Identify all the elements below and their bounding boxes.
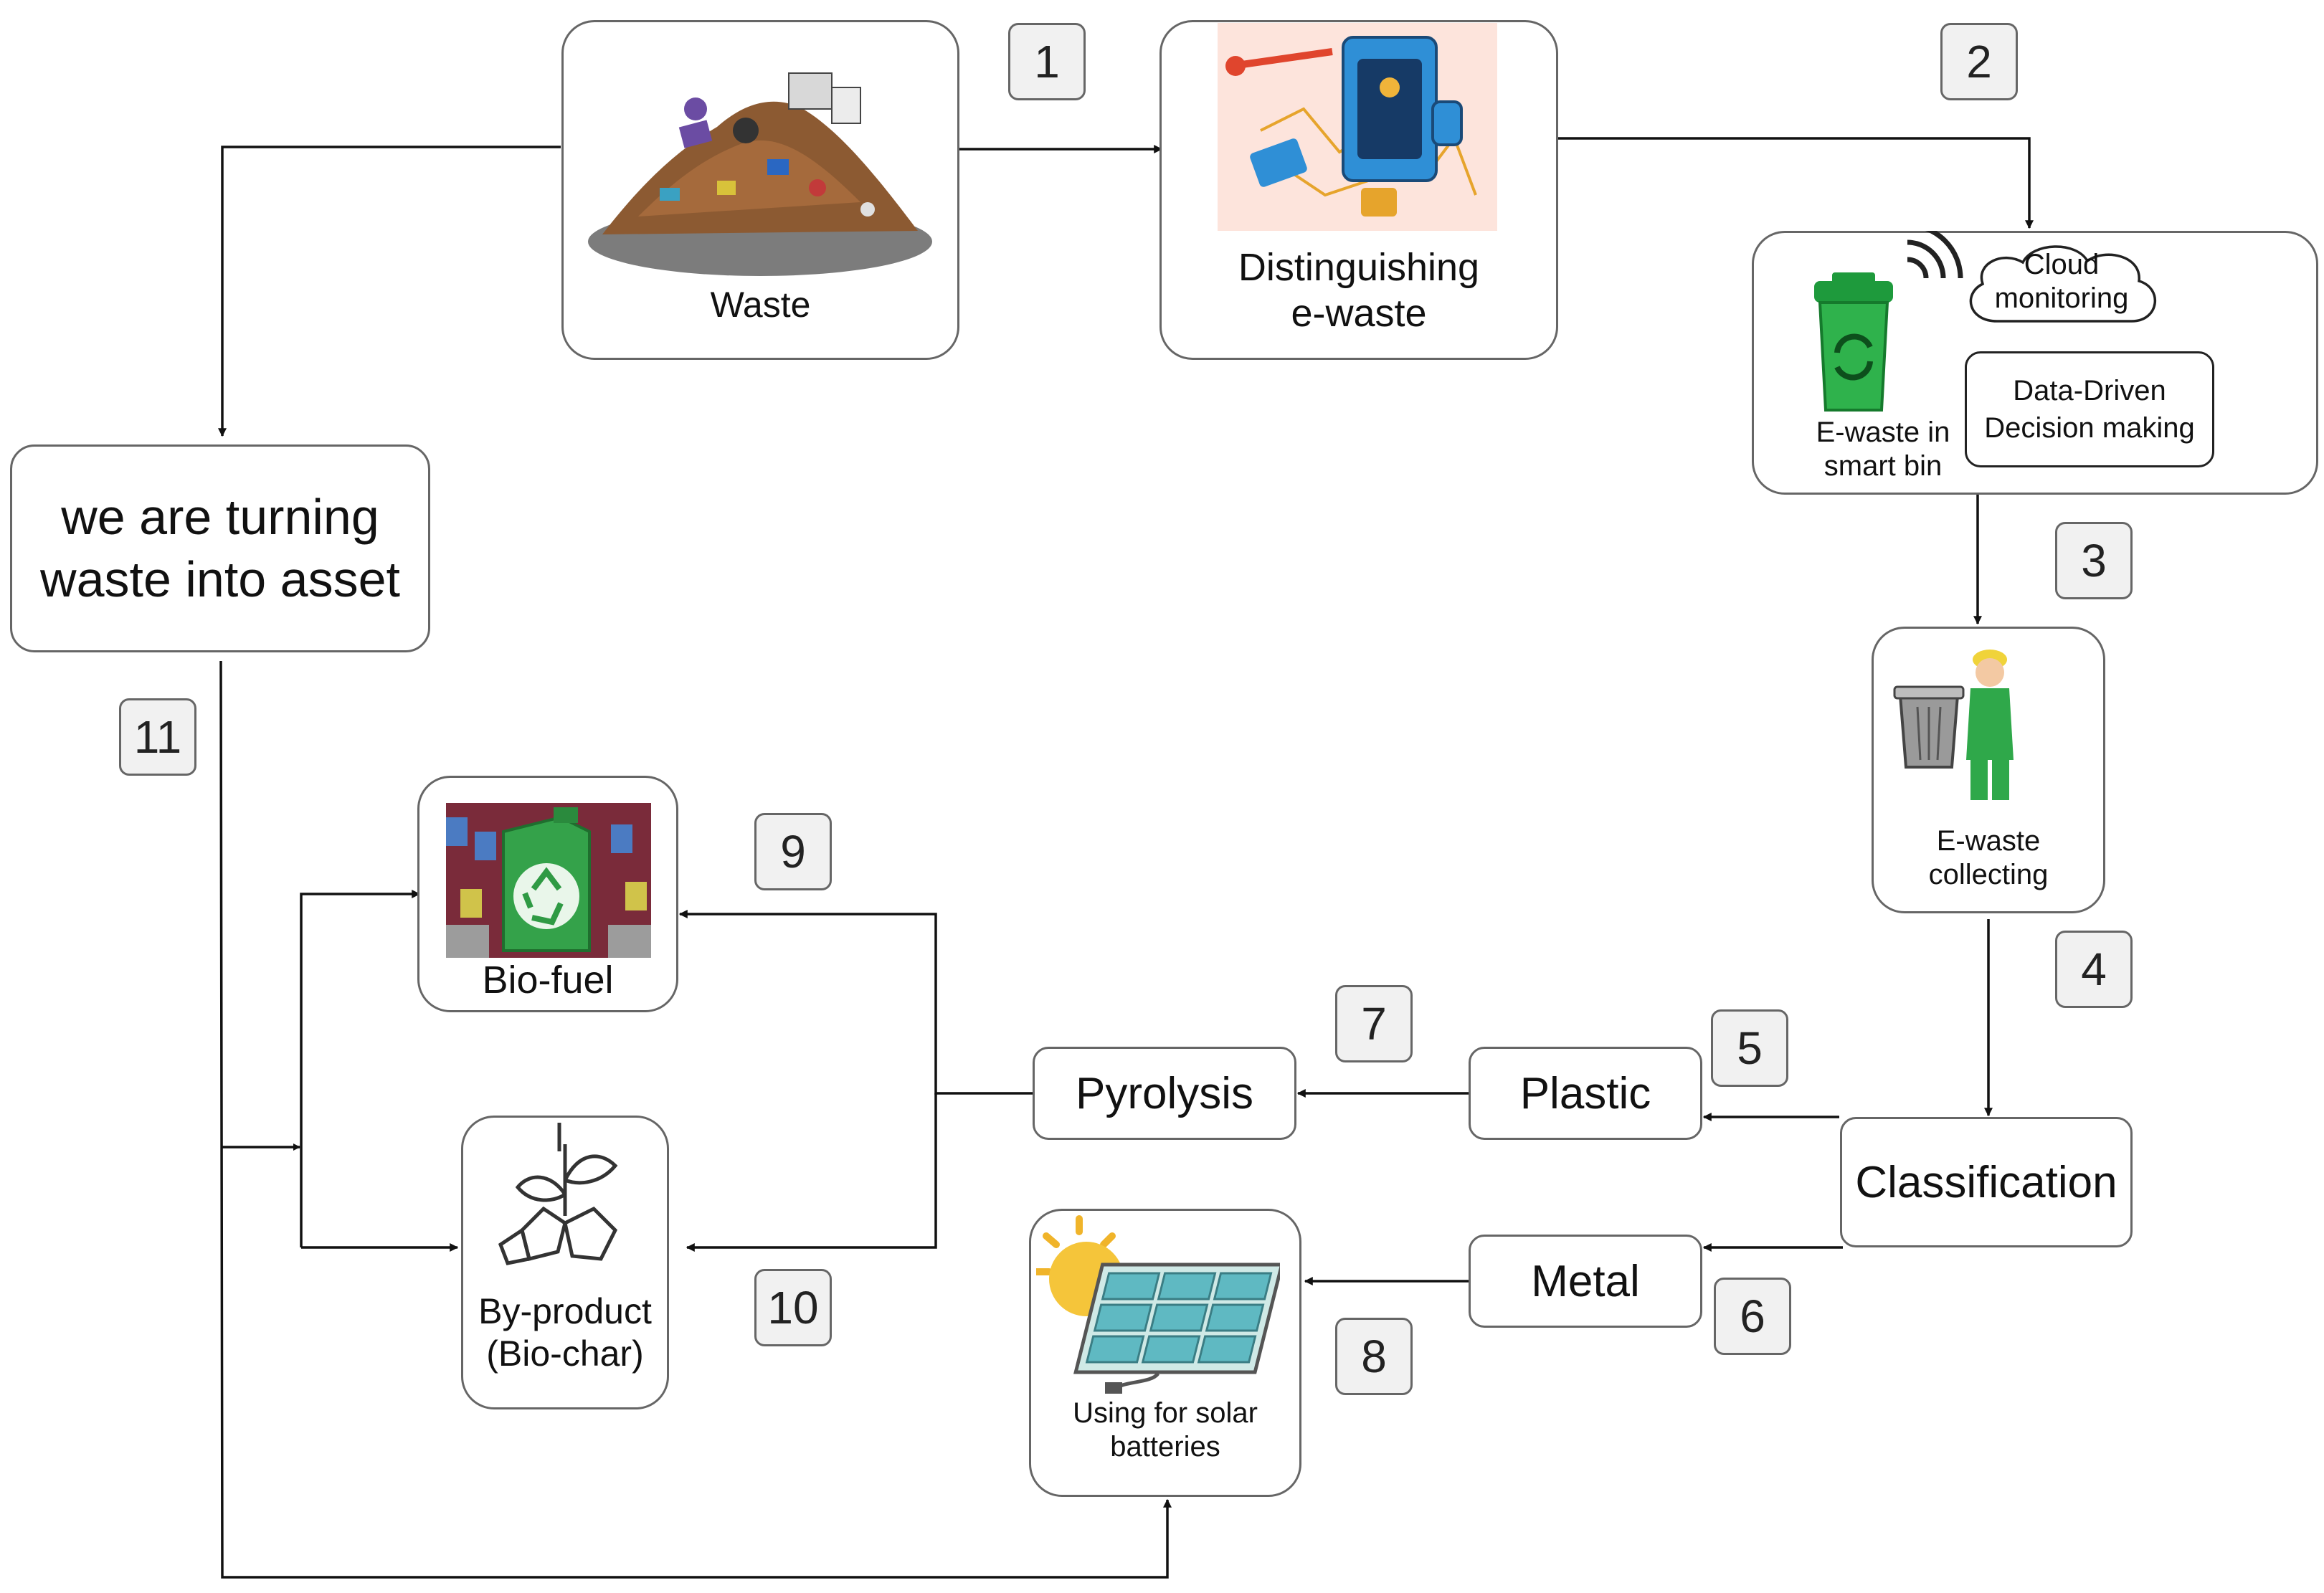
solar-label: Using for solar batteries bbox=[1073, 1397, 1258, 1463]
smart-bin-label: E-waste in smart bin bbox=[1816, 417, 1950, 482]
arrow-branch-to-biofuel bbox=[300, 890, 421, 1247]
node-pyrolysis: Pyrolysis bbox=[1033, 1047, 1296, 1140]
cloud-shape bbox=[1969, 245, 2157, 323]
step-badge-4: 4 bbox=[2055, 931, 2133, 1008]
node-asset: we are turning waste into asset bbox=[10, 444, 430, 652]
biofuel-label: Bio-fuel bbox=[482, 959, 614, 1002]
node-classification: Classification bbox=[1840, 1117, 2133, 1247]
step-badge-5: 5 bbox=[1711, 1009, 1788, 1087]
metal-label: Metal bbox=[1531, 1256, 1640, 1306]
cloud-monitoring-label: Cloud monitoring bbox=[1994, 249, 2129, 315]
data-driven-box: Data-Driven Decision making bbox=[1965, 351, 2214, 467]
solar-panel-icon bbox=[1036, 1215, 1280, 1394]
data-driven-label: Data-Driven Decision making bbox=[1984, 375, 2195, 444]
asset-label: we are turning waste into asset bbox=[40, 488, 400, 608]
pyrolysis-label: Pyrolysis bbox=[1075, 1068, 1254, 1118]
step-badge-8: 8 bbox=[1335, 1318, 1413, 1395]
smart-bin-icon bbox=[1814, 231, 1963, 412]
arrow-pyrolysis-to-biofuel bbox=[678, 910, 1033, 1095]
fuel-can-icon bbox=[446, 803, 651, 958]
byproduct-label: By-product (Bio-char) bbox=[478, 1291, 652, 1374]
node-metal: Metal bbox=[1469, 1235, 1702, 1328]
step-badge-1: 1 bbox=[1008, 23, 1086, 100]
step-badge-11: 11 bbox=[119, 698, 196, 776]
step-badge-10: 10 bbox=[754, 1269, 832, 1346]
line-asset-down bbox=[219, 660, 1172, 1579]
waste-label: Waste bbox=[710, 285, 811, 325]
node-plastic: Plastic bbox=[1469, 1047, 1702, 1140]
sensor-device-icon bbox=[1218, 23, 1497, 231]
arrow-distinguishing-to-smartbin bbox=[1558, 137, 2034, 229]
garbage-pile-icon bbox=[588, 72, 932, 276]
classification-label: Classification bbox=[1855, 1157, 2117, 1207]
step-badge-3: 3 bbox=[2055, 522, 2133, 599]
arrow-pyrolysis-to-byproduct bbox=[686, 1093, 937, 1252]
arrow-waste-to-asset bbox=[218, 146, 561, 437]
step-badge-7: 7 bbox=[1335, 985, 1413, 1062]
step-badge-6: 6 bbox=[1714, 1278, 1791, 1355]
plant-sprout-icon bbox=[498, 1123, 618, 1265]
step-badge-9: 9 bbox=[754, 813, 832, 890]
distinguishing-label: Distinguishing e-waste bbox=[1238, 246, 1480, 335]
worker-with-bin-icon bbox=[1893, 650, 2014, 800]
step-badge-2: 2 bbox=[1940, 23, 2018, 100]
plastic-label: Plastic bbox=[1519, 1068, 1651, 1118]
collecting-label: E-waste collecting bbox=[1928, 825, 2049, 891]
